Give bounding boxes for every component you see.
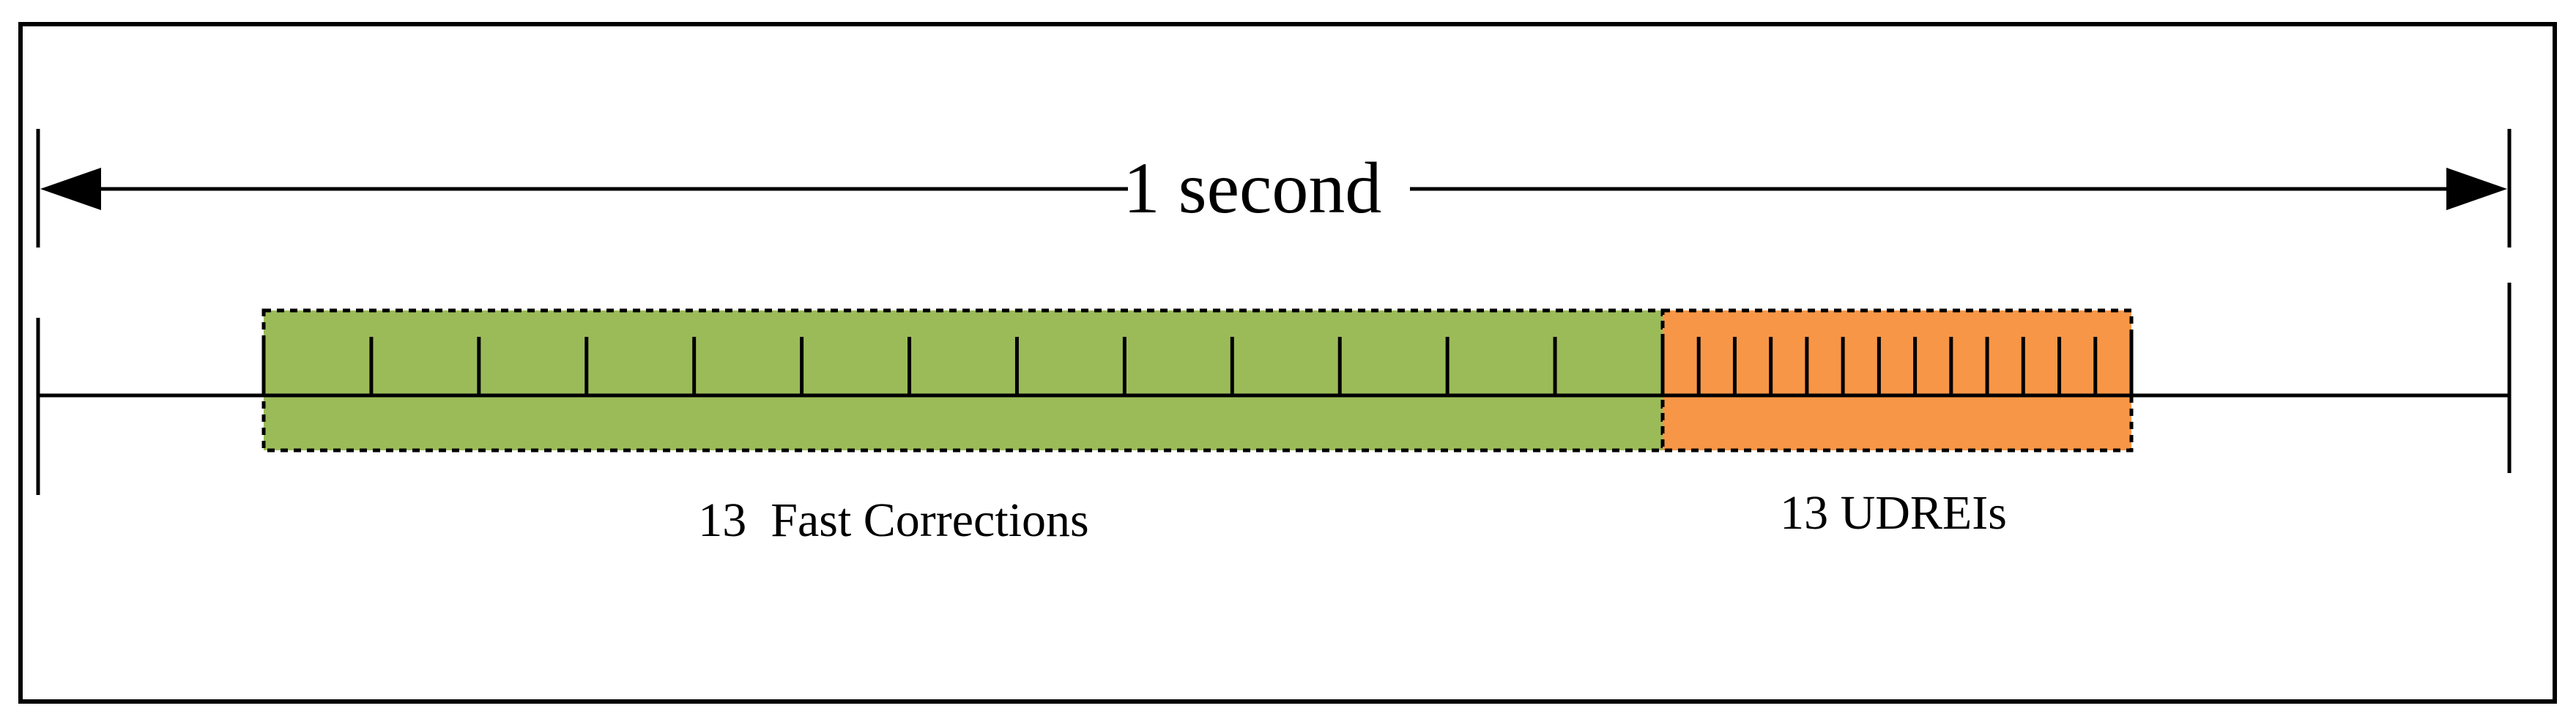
fast-corrections-block xyxy=(261,308,1665,453)
duration-dimension: 1 second xyxy=(36,129,2512,248)
outer-frame xyxy=(18,22,2557,704)
udrei-ticks xyxy=(1696,337,2134,395)
arrowhead-right xyxy=(2446,168,2507,210)
arrowhead-left xyxy=(40,168,101,210)
duration-label: 1 second xyxy=(1124,147,1382,228)
fast-correction-ticks xyxy=(261,337,1665,395)
udreis-label: 13 UDREIs xyxy=(1780,486,2007,540)
fast-corrections-label: 13 Fast Corrections xyxy=(698,494,1088,547)
